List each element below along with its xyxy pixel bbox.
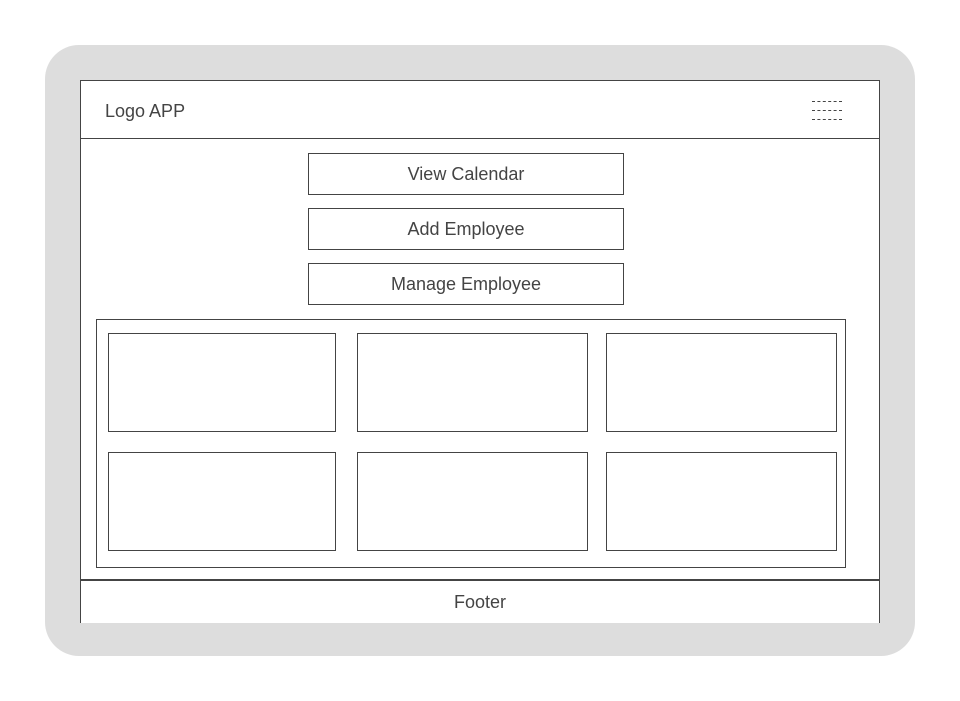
app-footer: Footer	[81, 579, 879, 624]
content-card[interactable]	[108, 452, 336, 551]
content-card[interactable]	[606, 452, 837, 551]
add-employee-button[interactable]: Add Employee	[308, 208, 624, 250]
content-card[interactable]	[357, 333, 588, 432]
content-card[interactable]	[108, 333, 336, 432]
menu-line	[812, 101, 842, 102]
hamburger-menu-icon[interactable]	[812, 101, 842, 121]
app-screen: Logo APP View Calendar Add Employee Mana…	[80, 80, 880, 623]
menu-line	[812, 110, 842, 111]
app-logo[interactable]: Logo APP	[105, 101, 186, 121]
content-card[interactable]	[606, 333, 837, 432]
app-header: Logo APP	[81, 81, 879, 139]
view-calendar-button[interactable]: View Calendar	[308, 153, 624, 195]
manage-employee-button[interactable]: Manage Employee	[308, 263, 624, 305]
content-grid	[96, 319, 846, 568]
content-card[interactable]	[357, 452, 588, 551]
menu-line	[812, 119, 842, 120]
